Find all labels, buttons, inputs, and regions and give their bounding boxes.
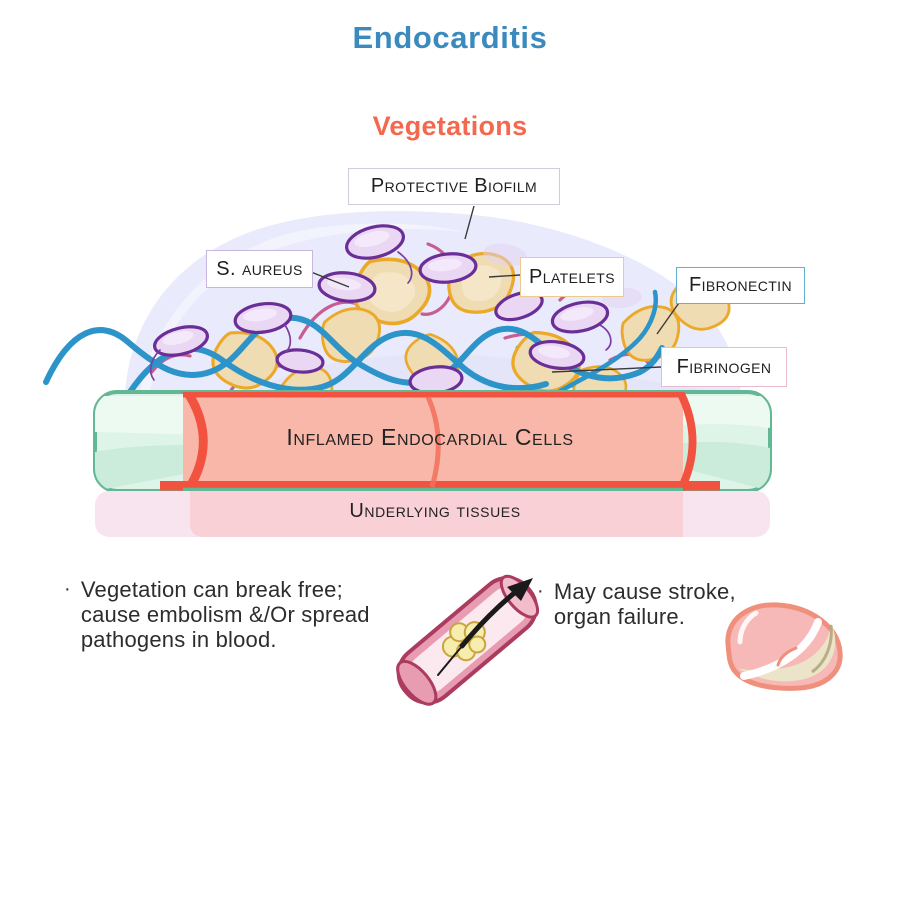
underlying-tissues-band	[95, 491, 770, 537]
label-fibrinogen: Fibrinogen	[661, 347, 787, 387]
note-stroke: · May cause stroke, organ failure.	[537, 579, 777, 630]
blood-vessel-with-embolus	[396, 574, 540, 706]
note-embolism-text: Vegetation can break free; cause embolis…	[80, 577, 370, 652]
label-inflamed-endocardial-cells: Inflamed Endocardial Cells	[286, 424, 574, 450]
label-underlying-tissues: Underlying tissues	[349, 500, 521, 522]
label-fibronectin: Fibronectin	[676, 267, 805, 304]
bullet-dot: ·	[64, 578, 71, 600]
section-subtitle: Vegetations	[372, 111, 528, 141]
note-embolism: · Vegetation can break free; cause embol…	[64, 577, 444, 653]
organ-icon	[725, 602, 843, 691]
inflamed-endocardium-tube	[93, 390, 772, 493]
label-s-aureus: S. aureus	[206, 250, 313, 288]
label-protective-biofilm: Protective Biofilm	[348, 168, 560, 205]
arrow-icon	[437, 578, 533, 676]
page-title: Endocarditis	[352, 20, 548, 55]
fibronectin-strands	[43, 289, 665, 395]
leader-lines	[310, 205, 682, 373]
bullet-dot: ·	[537, 580, 544, 602]
label-platelets: Platelets	[520, 257, 624, 297]
note-stroke-text: May cause stroke, organ failure.	[553, 579, 736, 629]
